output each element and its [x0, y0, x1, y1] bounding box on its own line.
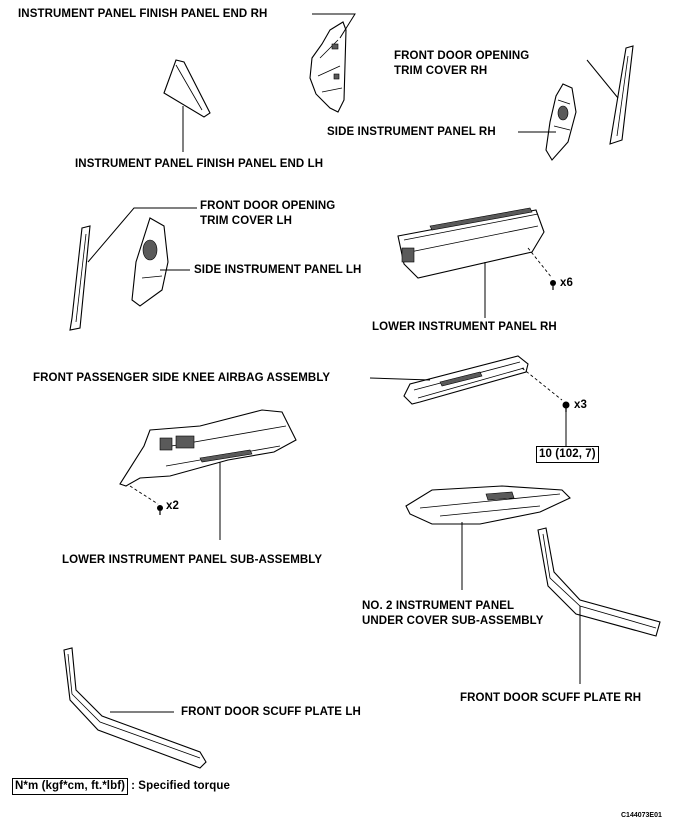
- label-door-trim-lh-line2: TRIM COVER LH: [200, 215, 293, 227]
- side-panel-lh-part: [131, 217, 169, 307]
- clip-icon: [550, 280, 556, 290]
- label-scuff-lh: FRONT DOOR SCUFF PLATE LH: [181, 706, 361, 718]
- lower-panel-sub-part: [119, 409, 297, 487]
- finish-panel-end-rh-part: [309, 21, 347, 113]
- torque-legend: N*m (kgf*cm, ft.*lbf) : Specified torque: [12, 778, 230, 795]
- dash-x2: [129, 485, 159, 505]
- legend-unit-box: N*m (kgf*cm, ft.*lbf): [12, 778, 129, 795]
- leader-door-trim-lh: [87, 207, 197, 263]
- label-finish-end-lh: INSTRUMENT PANEL FINISH PANEL END LH: [75, 158, 324, 170]
- label-lower-panel-rh: LOWER INSTRUMENT PANEL RH: [372, 321, 557, 333]
- clip-icon: [157, 505, 163, 515]
- label-lower-panel-sub: LOWER INSTRUMENT PANEL SUB-ASSEMBLY: [62, 554, 323, 566]
- side-panel-rh-part: [545, 83, 577, 161]
- bolt-icon: [562, 401, 570, 412]
- lower-panel-rh-part: [397, 207, 545, 279]
- label-scuff-rh: FRONT DOOR SCUFF PLATE RH: [460, 692, 642, 704]
- label-door-trim-rh-line1: FRONT DOOR OPENING: [394, 50, 530, 62]
- label-qty-x3: x3: [574, 399, 587, 411]
- leader-door-trim-rh: [586, 59, 619, 99]
- label-door-trim-rh-line2: TRIM COVER RH: [394, 65, 488, 77]
- legend-description: : Specified torque: [131, 780, 230, 792]
- label-qty-x2: x2: [166, 500, 179, 512]
- leader-finish-end-rh: [312, 13, 356, 39]
- label-side-panel-rh: SIDE INSTRUMENT PANEL RH: [327, 126, 496, 138]
- label-under-cover-line1: NO. 2 INSTRUMENT PANEL: [362, 600, 515, 612]
- scuff-plate-rh-part: [537, 527, 661, 637]
- finish-panel-end-lh-part: [163, 59, 211, 118]
- torque-spec-box: 10 (102, 7): [536, 446, 599, 463]
- label-finish-end-rh: INSTRUMENT PANEL FINISH PANEL END RH: [18, 8, 268, 20]
- label-under-cover-line2: UNDER COVER SUB-ASSEMBLY: [362, 615, 544, 627]
- door-trim-cover-lh-part: [69, 225, 91, 331]
- label-door-trim-lh-line1: FRONT DOOR OPENING: [200, 200, 336, 212]
- label-knee-airbag: FRONT PASSENGER SIDE KNEE AIRBAG ASSEMBL…: [33, 372, 331, 384]
- dash-x6: [527, 247, 553, 279]
- figure-id: C144073E01: [621, 812, 662, 819]
- dash-x3: [521, 367, 563, 401]
- label-qty-x6: x6: [560, 277, 573, 289]
- door-trim-cover-rh-part: [609, 45, 634, 145]
- knee-airbag-part: [403, 355, 529, 405]
- under-cover-part: [405, 485, 571, 525]
- label-side-panel-lh: SIDE INSTRUMENT PANEL LH: [194, 264, 362, 276]
- scuff-plate-lh-part: [63, 647, 207, 769]
- leader-knee-airbag: [369, 377, 431, 381]
